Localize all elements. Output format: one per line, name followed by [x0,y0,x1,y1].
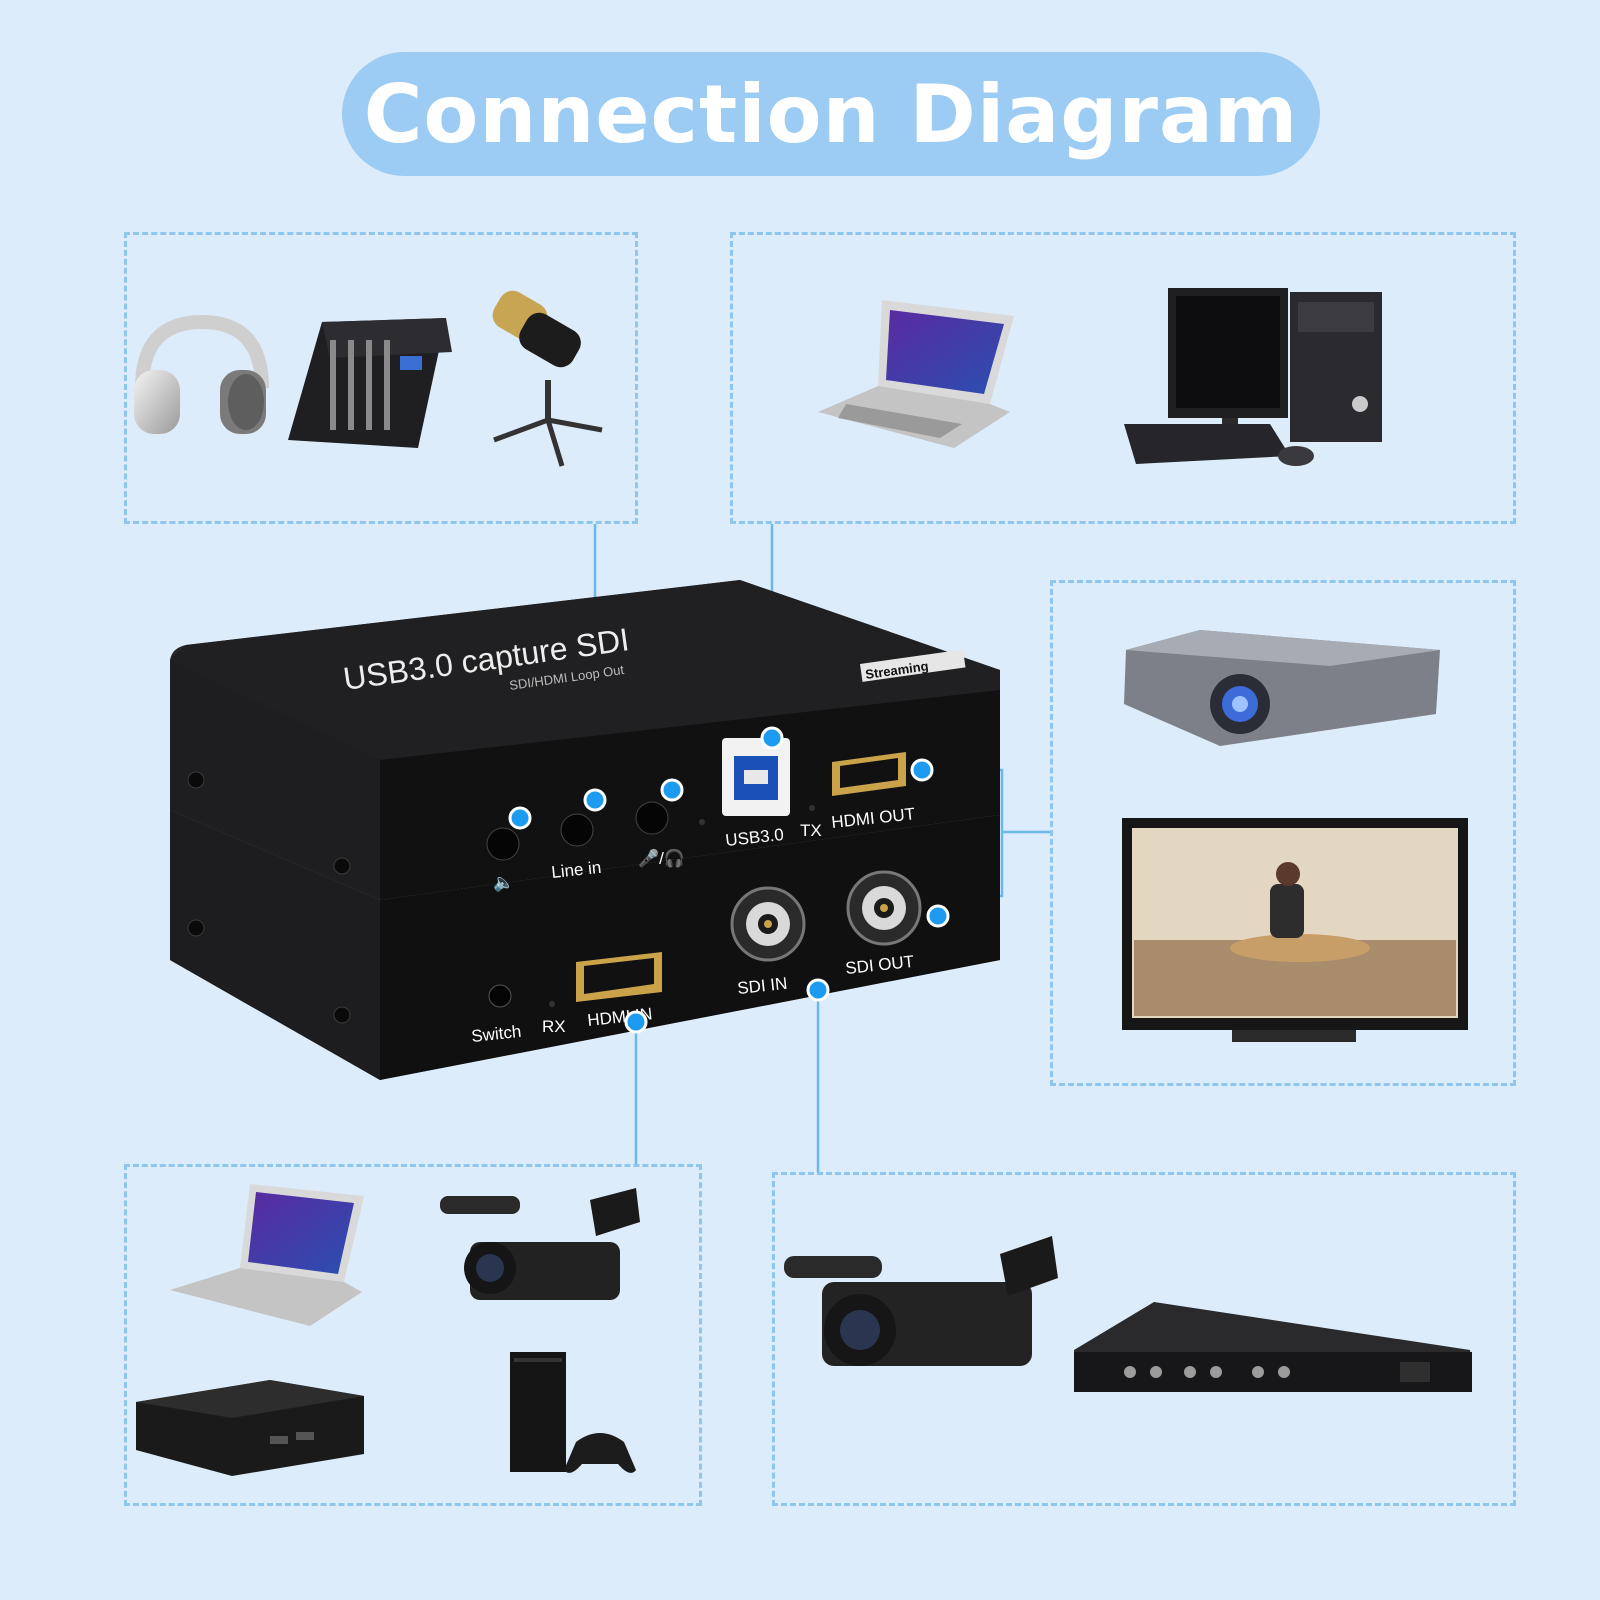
camcorder-icon [440,1188,640,1300]
capture-device: USB3.0 capture SDI SDI/HDMI Loop Out Str… [170,580,1000,1080]
svg-text:🎤/🎧: 🎤/🎧 [638,848,685,868]
tx-label: TX [800,821,822,840]
connection-dots [508,726,950,1034]
svg-text:🔈: 🔈 [493,873,514,893]
title-pill: Connection Diagram [342,52,1320,176]
audio-devices-group [124,232,638,524]
tv-icon [1122,818,1468,1042]
sdi-in-connector [730,886,806,962]
sdi-out-connector [846,870,922,946]
rack-encoder-icon [1074,1302,1472,1392]
display-devices-group [1050,580,1516,1086]
rx-label: RX [542,1017,566,1036]
headphones-icon [134,314,269,434]
set-top-box-icon [136,1380,364,1476]
laptop-icon [818,300,1014,448]
desktop-computer-icon [1124,288,1382,466]
computer-devices-group [730,232,1516,524]
laptop-icon-2 [170,1184,364,1326]
sdi-sources-group [772,1172,1516,1506]
microphone-icon [492,290,603,467]
audio-mixer-icon [288,318,452,448]
page-title: Connection Diagram [363,67,1299,161]
camcorder-icon-2 [784,1236,1058,1366]
projector-icon [1124,630,1440,746]
game-console-icon [510,1352,636,1473]
hdmi-sources-group [124,1164,702,1506]
